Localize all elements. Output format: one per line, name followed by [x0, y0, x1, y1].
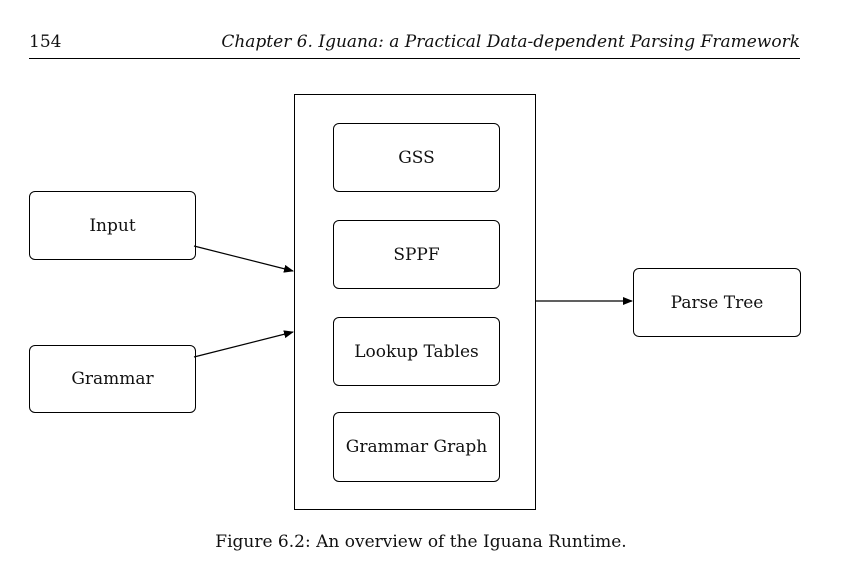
sppf-box: SPPF — [333, 220, 500, 289]
parse-tree-box: Parse Tree — [633, 268, 801, 337]
running-head-title: Chapter 6. Iguana: a Practical Data-depe… — [221, 32, 800, 52]
gss-box: GSS — [333, 123, 500, 192]
grammar-box: Grammar — [29, 345, 196, 413]
grammar-graph-box: Grammar Graph — [333, 412, 500, 482]
input-box: Input — [29, 191, 196, 260]
lookup-tables-box: Lookup Tables — [333, 317, 500, 386]
page-number: 154 — [29, 32, 62, 52]
grammar-to-runtime-arrow — [193, 330, 294, 358]
input-to-runtime-arrow — [193, 245, 294, 273]
figure-caption: Figure 6.2: An overview of the Iguana Ru… — [215, 532, 627, 552]
running-header: 154 Chapter 6. Iguana: a Practical Data-… — [29, 30, 800, 59]
